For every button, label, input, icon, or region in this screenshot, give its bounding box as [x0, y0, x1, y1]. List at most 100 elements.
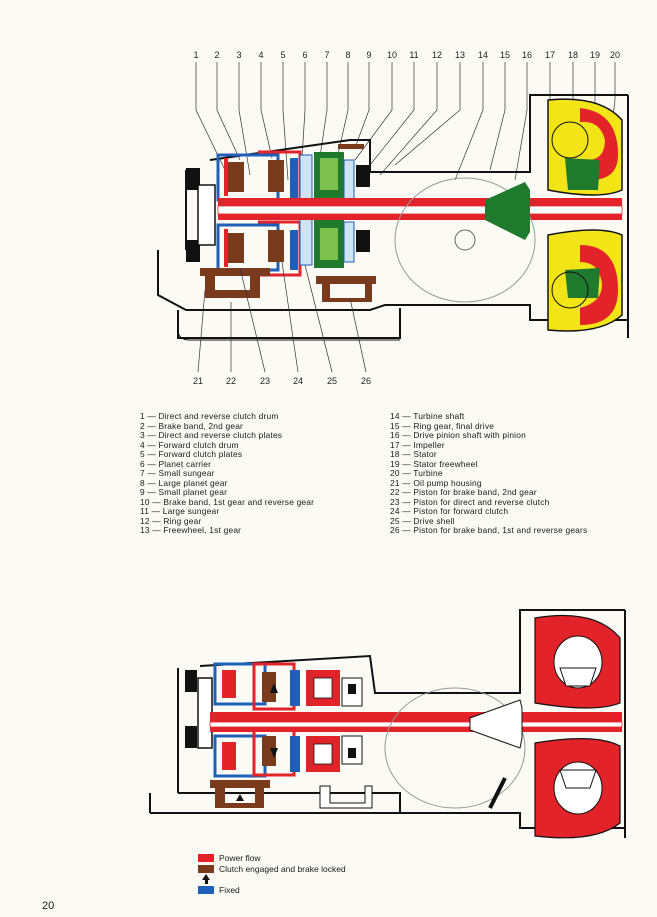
turbine-bottom — [580, 245, 618, 325]
power-flow-key: Power flow Clutch engaged and brake lock… — [198, 853, 346, 895]
legend-item: 19 — Stator freewheel — [390, 458, 478, 469]
legend-item: 17 — Impeller — [390, 439, 445, 450]
callout-1: 1 — [193, 50, 198, 60]
callout-20: 20 — [610, 50, 620, 60]
final-drive-ring-gear — [394, 177, 536, 303]
legend-item: 12 — Ring gear — [140, 515, 202, 526]
torque-converter — [547, 98, 623, 332]
turbine-shaft — [218, 198, 622, 208]
callout-2: 2 — [214, 50, 219, 60]
legend-item: 25 — Drive shell — [390, 515, 455, 526]
legend-item: 6 — Planet carrier — [140, 458, 212, 469]
callout-21: 21 — [193, 376, 203, 386]
piston-released — [319, 785, 373, 809]
brown-swatch — [198, 864, 214, 873]
arrow-up-icon — [198, 874, 214, 885]
shaft-core — [217, 205, 623, 215]
shaft-core — [209, 721, 623, 728]
callout-17: 17 — [545, 50, 555, 60]
pan-outline — [177, 310, 400, 341]
legend-item: 13 — Freewheel, 1st gear — [140, 525, 242, 535]
callout-5: 5 — [280, 50, 285, 60]
brake-band-lower — [316, 276, 376, 284]
legend-item: 24 — Piston for forward clutch — [390, 506, 509, 516]
converter-torus-bottom — [551, 271, 589, 309]
callout-10: 10 — [387, 50, 397, 60]
page-number: 20 — [42, 900, 55, 912]
callout-12: 12 — [432, 50, 442, 60]
bottom-leader-lines — [197, 261, 367, 373]
red-swatch — [198, 854, 214, 863]
planetary-power-flow — [306, 670, 363, 772]
callout-11: 11 — [409, 50, 418, 60]
legend-item: 23 — Piston for direct and reverse clutc… — [390, 496, 550, 507]
brake-band-bottom — [200, 268, 270, 276]
callout-15: 15 — [500, 50, 510, 60]
power-flow-shaft — [210, 712, 622, 722]
differential-center — [454, 229, 476, 251]
callout-13: 13 — [455, 50, 465, 60]
drive-pinion-shaft — [218, 214, 622, 220]
clutch-assembly — [213, 662, 300, 778]
key-power-flow-label: Power flow — [219, 853, 261, 863]
stator-top — [565, 158, 600, 190]
piston-locked — [215, 788, 264, 808]
oil-pump-housing — [197, 184, 216, 246]
key-power-flow: Power flow — [198, 853, 346, 864]
callout-9: 9 — [366, 50, 371, 60]
parts-legend-right: 14 — Turbine shaft 15 — Ring gear, final… — [390, 411, 640, 536]
drive-pinion — [469, 699, 523, 749]
bottom-power-flow-diagram — [0, 598, 657, 853]
top-callout-numbers: 1 2 3 4 5 6 7 8 9 10 11 12 13 14 15 16 1… — [193, 50, 620, 60]
converter-torus-top — [551, 121, 589, 159]
top-diagram-svg: 1 2 3 4 5 6 7 8 9 10 11 12 13 14 15 16 1… — [157, 50, 629, 386]
callout-8: 8 — [345, 50, 350, 60]
stator-top — [559, 667, 597, 687]
legend-item: 5 — Forward clutch plates — [140, 449, 243, 459]
oil-pump-housing — [197, 677, 213, 749]
callout-4: 4 — [258, 50, 263, 60]
legend-item: 9 — Small planet gear — [140, 487, 228, 497]
legend-item: 7 — Small sungear — [140, 468, 215, 478]
callout-18: 18 — [568, 50, 578, 60]
legend-item: 14 — Turbine shaft — [390, 411, 465, 421]
legend-item: 3 — Direct and reverse clutch plates — [140, 430, 283, 440]
front-cover-top — [186, 168, 200, 190]
legend-item: 21 — Oil pump housing — [390, 477, 482, 488]
legend-item: 22 — Piston for brake band, 2nd gear — [390, 487, 537, 497]
key-arrow — [198, 874, 346, 885]
legend-item: 11 — Large sungear — [140, 506, 220, 516]
piston-22 — [205, 276, 260, 298]
legend-item: 1 — Direct and reverse clutch drum — [140, 411, 279, 421]
freewheel-bottom — [356, 230, 370, 252]
freewheel-top — [356, 165, 370, 187]
legend-item: 10 — Brake band, 1st gear and reverse ge… — [140, 496, 315, 507]
callout-19: 19 — [590, 50, 600, 60]
callout-24: 24 — [293, 376, 303, 386]
key-fixed: Fixed — [198, 885, 346, 896]
rotation-arrow — [488, 777, 507, 809]
callout-25: 25 — [327, 376, 337, 386]
legend-item: 8 — Large planet gear — [140, 477, 228, 488]
final-drive-ring-gear — [384, 687, 526, 809]
key-fixed-label: Fixed — [219, 884, 240, 895]
key-engaged-label: Clutch engaged and brake locked — [219, 863, 346, 874]
legend-item: 20 — Turbine — [390, 468, 443, 478]
callout-16: 16 — [522, 50, 532, 60]
callout-23: 23 — [260, 376, 270, 386]
callout-26: 26 — [361, 376, 371, 386]
parts-legend-left: 1 — Direct and reverse clutch drum 2 — B… — [140, 411, 370, 536]
callout-3: 3 — [236, 50, 241, 60]
front-cover-top — [185, 670, 197, 692]
callout-6: 6 — [302, 50, 307, 60]
callout-14: 14 — [478, 50, 488, 60]
callout-22: 22 — [226, 376, 236, 386]
blue-swatch — [198, 885, 214, 894]
legend-item: 2 — Brake band, 2nd gear — [140, 420, 244, 431]
key-engaged: Clutch engaged and brake locked — [198, 864, 346, 875]
legend-item: 18 — Stator — [390, 449, 437, 459]
front-cover-bottom — [185, 726, 197, 748]
piston-26 — [322, 284, 372, 302]
legend-item: 15 — Ring gear, final drive — [390, 420, 495, 431]
turbine-top — [580, 108, 618, 180]
